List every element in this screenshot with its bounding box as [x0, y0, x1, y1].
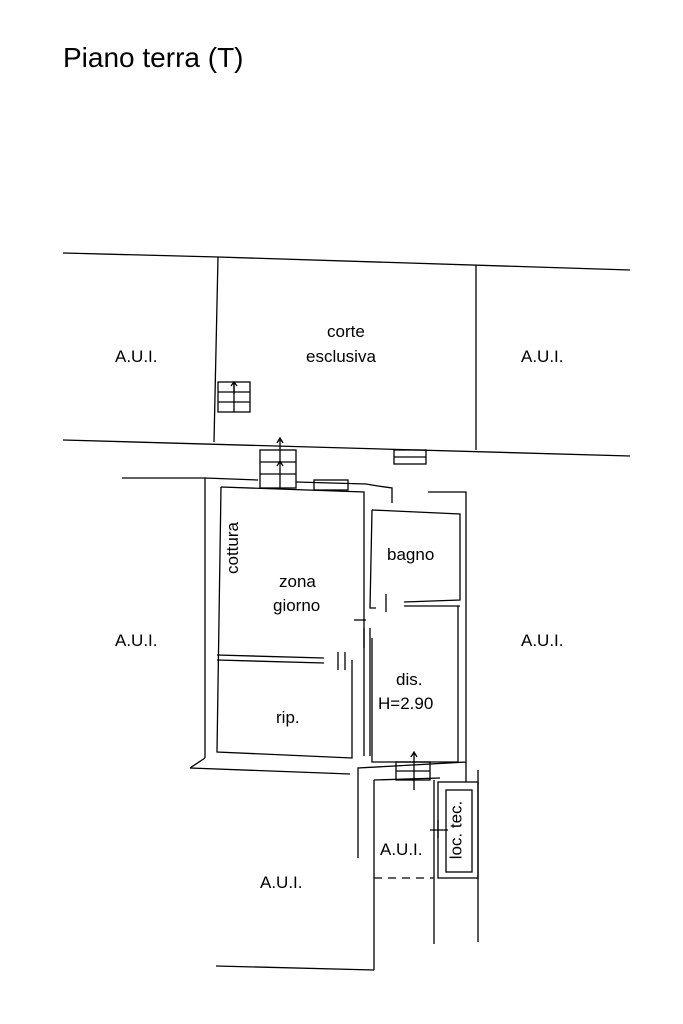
room-label-aui: A.U.I.: [380, 840, 423, 859]
room-label-loc-tec: loc. tec.: [446, 800, 466, 860]
plan-line: [62, 439, 631, 457]
room-label-zona: zona: [279, 572, 316, 591]
room-label-aui: A.U.I.: [260, 873, 303, 892]
room-label-bagno: bagno: [387, 545, 435, 564]
outer-wall: [189, 767, 351, 775]
room-label-esclusiva: esclusiva: [306, 347, 376, 366]
room-label-cottura: cottura: [222, 522, 242, 574]
room-label-corte: corte: [327, 322, 365, 341]
room-label-aui: A.U.I.: [521, 631, 564, 650]
room-label-dis: dis.: [396, 670, 423, 689]
plan-line: [373, 780, 435, 970]
stair-symbol: [259, 449, 297, 489]
room-label-aui: A.U.I.: [521, 347, 564, 366]
room-label-rip: rip.: [276, 708, 300, 727]
page-title: Piano terra (T): [63, 42, 244, 73]
outer-wall: [189, 757, 206, 769]
room-label-giorno: giorno: [273, 596, 321, 615]
inner-wall: [216, 486, 365, 759]
plan-line: [213, 256, 219, 443]
room-label-aui: A.U.I.: [115, 347, 158, 366]
plan-line: [215, 965, 375, 971]
inner-wall: [369, 509, 461, 609]
plan-line: [62, 252, 631, 271]
outer-wall: [204, 477, 467, 858]
arrow-icon: [230, 380, 238, 394]
outer-wall: [122, 477, 206, 758]
room-label-aui: A.U.I.: [115, 631, 158, 650]
arrow-icon: [276, 436, 284, 488]
room-label-height: H=2.90: [378, 694, 434, 713]
arrow-icon: [410, 750, 418, 790]
